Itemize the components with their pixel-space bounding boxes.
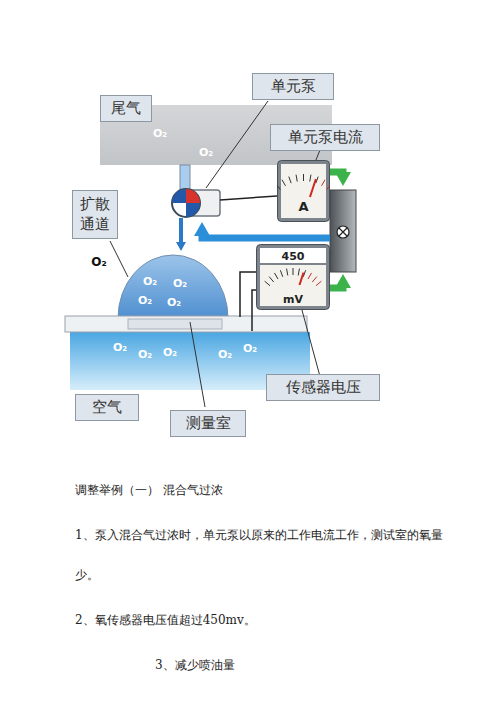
gauge-frame [257,245,330,310]
callout-box: 测量室 [170,410,246,437]
oxygen-label: O₂ [153,127,167,140]
oxygen-label: O₂ [199,146,213,159]
control-unit [330,190,356,272]
callout-box: 单元泵 [252,73,334,100]
voltage-signal-arrow [330,284,343,288]
oxygen-label: O₂ [138,348,152,361]
ammeter-gauge: A [277,160,330,222]
callout-box: 传感器电压 [266,374,380,401]
gauge-display [260,248,326,263]
leader-line [190,322,205,407]
gauge-tick [275,273,279,279]
pump-control-arrow [202,232,330,238]
leader-line [302,310,319,374]
pump-red-half [186,189,200,203]
label-text: 尾气 [109,99,143,118]
oxygen-label: O₂ [167,296,181,309]
oxygen-label: O₂ [173,277,187,290]
gauge-tick [296,175,297,182]
pump-pipe [180,165,190,191]
gauge-tick [303,174,304,181]
gauge-tick [310,175,311,182]
wire [220,196,277,200]
oxygen-label: O₂ [138,294,152,307]
gauge-needle [310,179,316,197]
current-signal-arrow [330,172,343,176]
gauge-tick [280,270,282,277]
label-text: 扩散通道 [80,195,110,234]
measuring-chamber [118,255,228,318]
gauge-tick [312,277,316,282]
sensor-electrode [128,319,222,329]
pump-flow-arrow [179,218,183,244]
sensor-plate [65,316,307,332]
oxygen-label: O₂ [243,342,257,355]
pump-blue-half [186,203,200,217]
gauge-tick [282,180,286,186]
oxygen-label: O₂ [91,255,106,269]
label-text: 单元泵 [261,77,325,96]
exhaust-label: 尾气 [100,95,152,122]
label-text: 单元泵电流 [279,128,371,147]
note-text: 1、泵入混合气过浓时，单元泵以原来的工作电流工作，测试室的氧量 少。 [75,515,447,595]
gauge-tick [287,269,288,276]
gauge-tick [265,281,270,285]
gauge-needle [299,273,303,285]
oxygen-label: O₂ [163,346,177,359]
note-text: 2、氧传感器电压值超过450mv。 [75,600,455,640]
oxygen-label: O₂ [143,275,157,288]
gauge-face [260,265,326,306]
gauge-tick [298,269,299,276]
control-unit-symbol [337,226,349,238]
callout-box: 单元泵电流 [270,124,380,151]
air-label: 空气 [75,394,139,421]
wire [252,290,256,331]
label-text: 测量室 [179,414,237,433]
oxygen-label: O₂ [218,348,232,361]
label-text: 空气 [84,398,130,417]
oxygen-label: O₂ [113,341,127,354]
heading: 调整举例（一） 混合气过浓 [75,482,223,499]
gauge-reading: 450 [282,250,305,263]
pump-blue-half [172,189,186,203]
gauge-tick [269,277,273,282]
gauge-reading: mV [283,293,303,306]
callout-box: 扩散通道 [72,190,118,239]
label-text: 传感器电压 [275,378,371,397]
gauge-tick [316,281,321,285]
pump-wheel [172,189,200,217]
leader-line [110,241,128,277]
gauge-tick [293,268,294,275]
gauge-tick [322,180,326,186]
leader-line [316,151,320,160]
control-unit-symbol [339,228,347,236]
note-text: 3、减少喷油量 [155,645,455,685]
gauge-tick [327,184,330,189]
wire [240,272,256,317]
gauge-face [281,164,326,218]
gauge-frame [278,161,330,222]
gauge-tick [289,177,291,184]
gauge-tick [308,273,312,279]
gauge-tick [277,184,280,189]
leader-line [206,101,268,188]
gauge-reading: A [298,199,308,214]
voltmeter-gauge: 450 mV [256,244,330,310]
pump-body [186,190,220,216]
